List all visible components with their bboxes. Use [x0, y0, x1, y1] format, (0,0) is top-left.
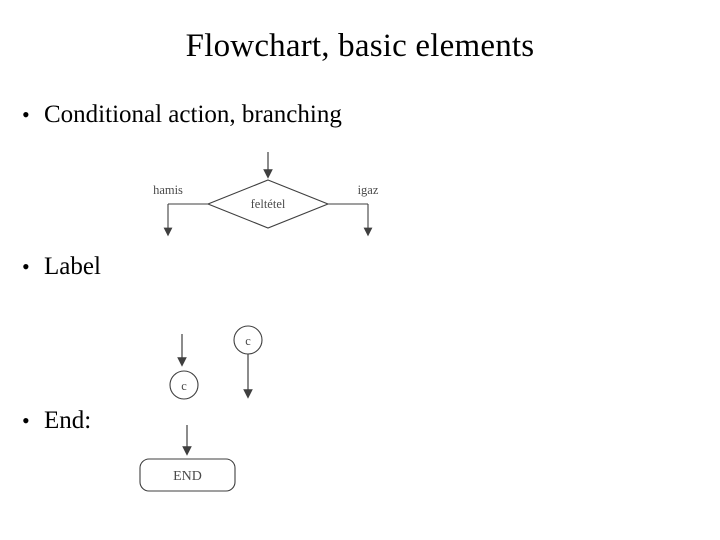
bullet-marker: •	[22, 408, 30, 433]
bullet-marker: •	[22, 102, 30, 127]
bullet-label: End:	[44, 407, 92, 434]
bullet-item-label: • Label	[22, 252, 101, 282]
figure-conditional-branching: feltétel hamis igaz	[140, 150, 400, 245]
decision-diamond	[206, 179, 330, 229]
end-terminator-label: END	[173, 469, 202, 484]
figure-end-terminator: END	[125, 425, 285, 505]
end-diagram-svg: END	[139, 425, 236, 492]
bullet-label: Conditional action, branching	[44, 101, 342, 128]
true-branch-label: igaz	[358, 183, 379, 197]
connector-out-label: c	[245, 334, 251, 348]
bullet-item-conditional: • Conditional action, branching	[22, 100, 342, 130]
decision-label: feltétel	[251, 197, 286, 211]
figure-label-connector: c c	[150, 320, 300, 420]
label-diagram-svg: c c	[169, 325, 263, 400]
bullet-marker: •	[22, 254, 30, 279]
end-terminator-shape	[139, 458, 236, 492]
connector-in-circle	[169, 370, 199, 400]
connector-in-label: c	[181, 379, 187, 393]
conditional-diagram-svg: feltétel hamis igaz	[153, 152, 379, 237]
false-branch-label: hamis	[153, 183, 183, 197]
page-title: Flowchart, basic elements	[185, 28, 535, 64]
bullet-label: Label	[44, 253, 101, 280]
bullet-item-end: • End:	[22, 406, 91, 436]
